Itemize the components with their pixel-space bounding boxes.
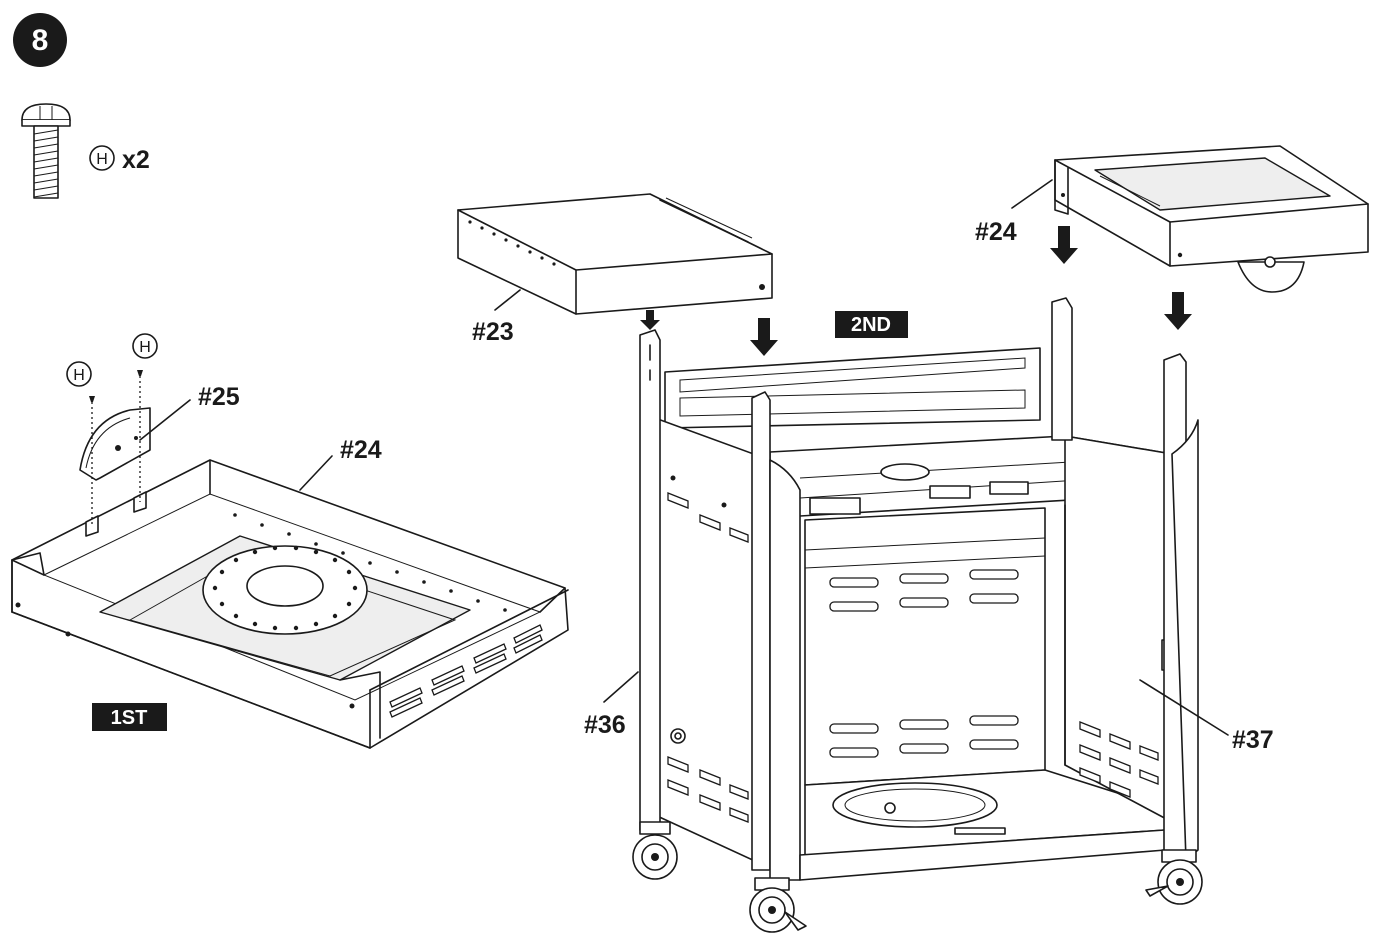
heat-shield-bracket xyxy=(79,407,151,481)
step-number: 8 xyxy=(32,24,49,57)
part-label-36: #36 xyxy=(584,711,626,739)
down-arrow-icon xyxy=(640,310,660,330)
leader-line xyxy=(299,455,333,491)
part-label-25: #25 xyxy=(198,383,240,411)
screw-icon xyxy=(89,370,143,524)
caster-wheel-icon xyxy=(1145,849,1203,905)
hardware-letter: H xyxy=(96,151,108,168)
stage-label-2nd-text: 2ND xyxy=(851,314,891,336)
leader-line xyxy=(139,399,191,441)
part-label-24-step1: #24 xyxy=(340,436,382,464)
leader-line xyxy=(603,671,639,703)
leader-line xyxy=(494,289,521,311)
down-arrow-icon xyxy=(1050,226,1078,264)
part-label-23: #23 xyxy=(472,318,514,346)
part-label-24-step2: #24 xyxy=(975,218,1017,246)
heat-shield-bracket xyxy=(1237,261,1305,293)
hardware-letter-badge: H xyxy=(89,145,115,171)
part-label-37: #37 xyxy=(1232,726,1274,754)
screw-icon xyxy=(21,103,71,199)
hardware-letter-badge: H xyxy=(132,333,158,359)
screw-letter-b: H xyxy=(139,339,151,356)
leader-line xyxy=(1011,179,1053,209)
screw-letter-a: H xyxy=(73,367,85,384)
stage-label-2nd: 2ND xyxy=(835,311,908,338)
leader-line xyxy=(1139,679,1229,736)
caster-wheel-icon xyxy=(632,821,678,880)
step-number-badge: 8 xyxy=(13,13,67,67)
stage-label-1st-text: 1ST xyxy=(111,707,148,729)
part-24-side-shelf xyxy=(1011,145,1369,293)
hardware-quantity: x2 xyxy=(122,146,150,174)
cart-frame xyxy=(639,297,1199,881)
stage-label-1st: 1ST xyxy=(92,703,167,731)
caster-wheel-icon xyxy=(749,877,807,933)
part-23-box xyxy=(457,193,773,315)
down-arrow-icon xyxy=(1164,292,1192,330)
hardware-letter-badge: H xyxy=(66,361,92,387)
down-arrow-icon xyxy=(750,318,778,356)
side-shelf-assembly-1st xyxy=(11,459,569,749)
